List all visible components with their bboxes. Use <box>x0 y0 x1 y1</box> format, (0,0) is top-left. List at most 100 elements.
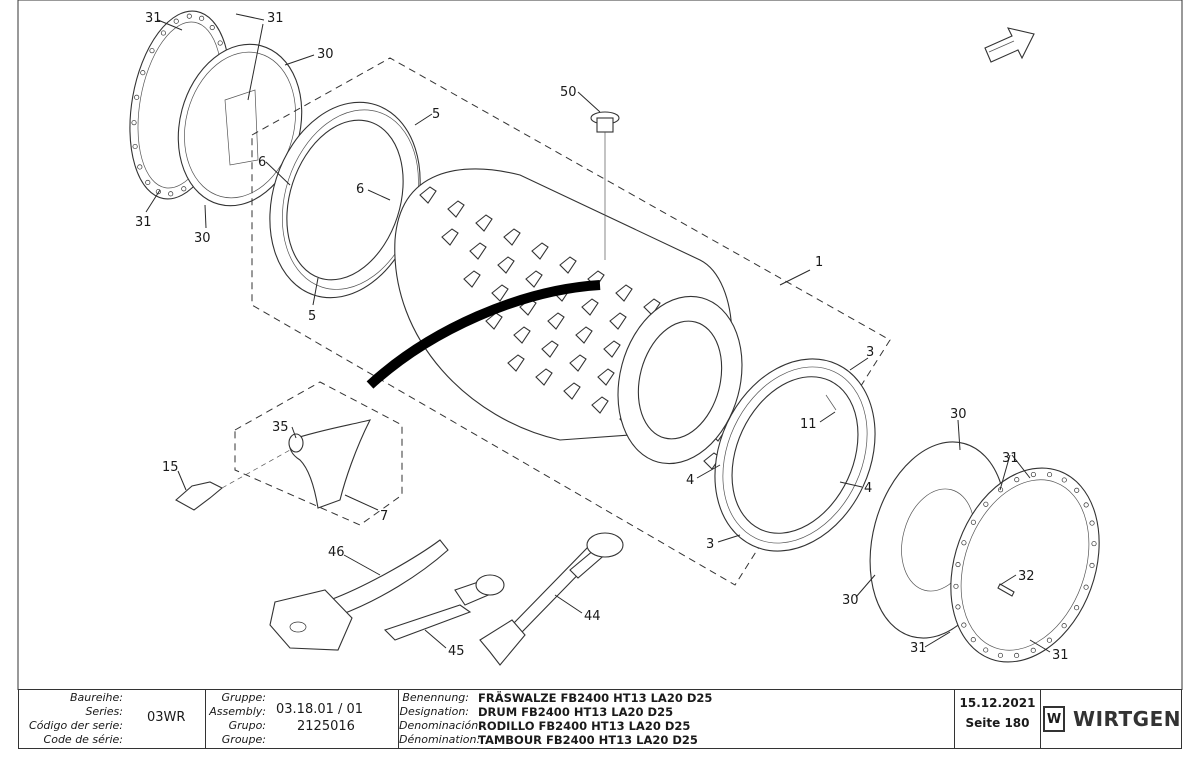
bolt-hole <box>140 70 146 76</box>
bolt-hole <box>1089 562 1095 568</box>
bolt-hole <box>970 519 976 525</box>
bolt-hole <box>134 94 140 100</box>
drum-pick <box>547 312 565 330</box>
drum-pick <box>525 270 543 288</box>
bolt-hole <box>160 30 166 36</box>
bolt-hole <box>970 637 976 643</box>
callout-label: 44 <box>584 609 601 624</box>
bolt-hole <box>1091 541 1097 547</box>
callout-label: 31 <box>135 215 152 230</box>
drum-pick <box>603 340 621 358</box>
series-label: Baureihe: <box>69 691 123 704</box>
drum-pick <box>609 312 627 330</box>
bolt-hole <box>955 562 961 568</box>
series-cell: Baureihe: Series: Código der serie: Code… <box>19 690 206 748</box>
drum-pick <box>581 298 599 316</box>
callout-label: 32 <box>1018 569 1035 584</box>
parts-diagram: 31 31 30 31 30 5 6 6 5 50 1 3 11 4 4 3 3… <box>17 0 1183 690</box>
drum-pick <box>535 368 553 386</box>
drum-pick <box>643 298 661 316</box>
tool-holder-outline <box>234 381 403 526</box>
group-label: Groupe: <box>221 733 266 746</box>
drum-pick <box>475 214 493 232</box>
callout-label: 7 <box>380 509 388 524</box>
group-label: Gruppe: <box>221 691 266 704</box>
bolt-hole <box>209 25 215 31</box>
bolt-hole <box>961 540 967 546</box>
logo-text: WIRTGEN <box>1073 707 1181 731</box>
hammer <box>269 539 449 651</box>
callout-label: 4 <box>864 481 872 496</box>
bolt-hole <box>168 191 174 197</box>
designation-label: Designation: <box>399 705 470 718</box>
bolt-hole <box>1046 637 1052 643</box>
bolt-hole <box>137 164 143 170</box>
drum-pick <box>463 270 481 288</box>
bolt-hole <box>955 604 961 610</box>
logo-mark-icon: W <box>1043 706 1066 732</box>
bolt-hole <box>1089 520 1095 526</box>
drum-pick <box>541 340 559 358</box>
bolt-hole <box>1061 623 1067 629</box>
callout-label: 30 <box>194 231 211 246</box>
milling-drum <box>366 168 749 484</box>
bolt-hole <box>173 18 179 24</box>
drum-pick <box>447 200 465 218</box>
drum-pick <box>469 242 487 260</box>
page-number: Seite 180 <box>965 716 1030 730</box>
bolt-hole <box>199 15 205 21</box>
bolt-hole <box>131 120 137 126</box>
tool-holder-ring-right <box>714 358 876 552</box>
drum-pick <box>507 354 525 372</box>
bolt-hole <box>1047 472 1053 478</box>
drum-pick <box>563 382 581 400</box>
bolt-hole <box>145 179 151 185</box>
drum-pick <box>531 242 549 260</box>
group-value: 2125016 <box>297 719 355 734</box>
callout-label: 50 <box>560 85 577 100</box>
series-value: 03WR <box>147 710 186 725</box>
end-cover-disc-right <box>950 467 1100 663</box>
tool-holder <box>288 419 372 509</box>
callout-label: 30 <box>950 407 967 422</box>
bolt-hole <box>1030 647 1036 653</box>
callout-label: 30 <box>317 47 334 62</box>
bolt-hole <box>186 13 192 19</box>
callout-label: 6 <box>356 182 364 197</box>
bolt-hole <box>181 186 187 192</box>
callout-label: 15 <box>162 460 179 475</box>
group-label: Grupo: <box>228 719 266 732</box>
bolt-hole <box>983 501 989 507</box>
drum-pick <box>559 256 577 274</box>
bolt-hole <box>997 652 1003 658</box>
series-label: Series: <box>85 705 123 718</box>
drum-pick <box>503 228 521 246</box>
assembly-cell: Gruppe: Assembly: Grupo: Groupe: 03.18.0… <box>206 690 399 748</box>
callout-label: 5 <box>432 107 440 122</box>
callout-label: 45 <box>448 644 465 659</box>
assembly-value: 03.18.01 / 01 <box>276 702 364 717</box>
drum-pick <box>491 284 509 302</box>
designation-label: Dénomination: <box>399 733 481 746</box>
date-value: 15.12.2021 <box>959 696 1036 710</box>
drum-pick <box>569 354 587 372</box>
callout-label: 4 <box>686 473 694 488</box>
group-label: Assembly: <box>209 705 266 718</box>
callout-label: 6 <box>258 155 266 170</box>
callout-label: 31 <box>1002 451 1019 466</box>
designation-value: TAMBOUR FB2400 HT13 LA20 D25 <box>478 733 698 747</box>
callout-label: 46 <box>328 545 345 560</box>
pick-extractor-large <box>479 532 624 666</box>
direction-arrow-icon <box>984 27 1035 63</box>
drum-pick <box>591 396 609 414</box>
bolt-hole <box>1030 471 1036 478</box>
callout-label: 31 <box>267 11 284 26</box>
screw-plug <box>590 111 620 260</box>
bolt-hole <box>961 622 967 628</box>
designation-value: RODILLO FB2400 HT13 LA20 D25 <box>478 719 691 733</box>
drum-pick <box>575 326 593 344</box>
bolt-hole <box>217 40 223 46</box>
bolt-hole <box>1074 605 1080 611</box>
bolt-hole <box>149 48 155 54</box>
callout-label: 3 <box>866 345 874 360</box>
